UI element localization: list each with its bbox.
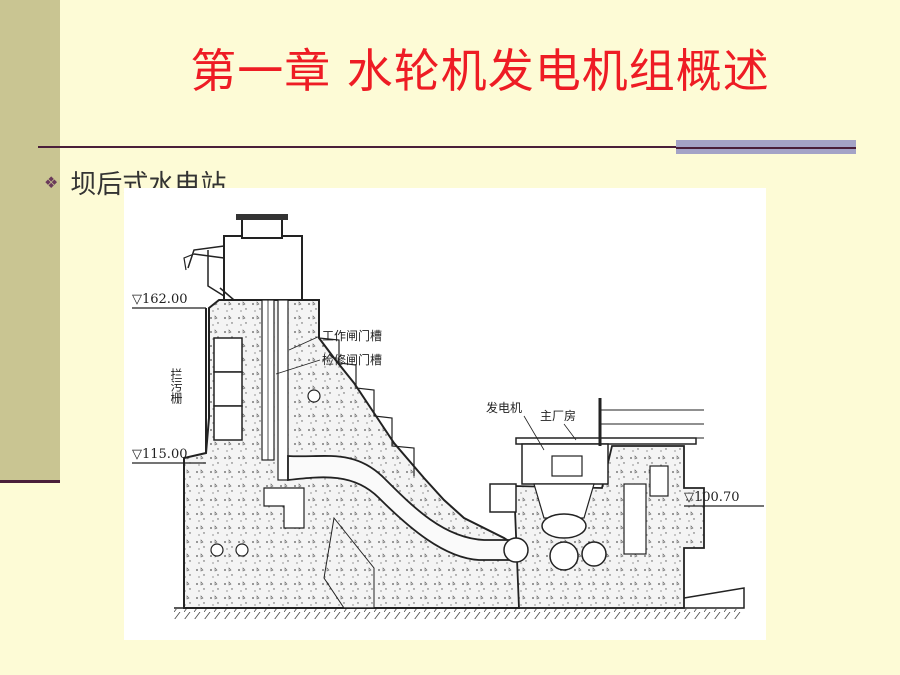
title-rule-bar-line (676, 147, 856, 149)
powerhouse-label: 主厂房 (540, 408, 576, 423)
dam-section-diagram: ▽162.00 ▽115.00 ▽100.70 工作闸门槽 检修闸门槽 拦污栅 … (132, 214, 764, 619)
svg-text:拦污栅: 拦污栅 (169, 368, 183, 404)
title-rule (38, 146, 678, 148)
trash-rack-label: 拦污栅 (169, 368, 183, 404)
elevation-115-label: ▽115.00 (132, 447, 188, 462)
maintenance-gate-slot-label: 检修闸门槽 (322, 352, 382, 367)
slide-title: 第一章 水轮机发电机组概述 (190, 44, 770, 98)
left-band-divider (0, 480, 60, 483)
generator-label: 发电机 (486, 400, 522, 415)
work-gate-slot-label: 工作闸门槽 (322, 328, 382, 343)
elevation-100-label: ▽100.70 (684, 490, 740, 505)
left-decor-band (0, 0, 60, 482)
diamond-bullet-icon: ❖ (44, 173, 59, 192)
dam-section-figure: ▽162.00 ▽115.00 ▽100.70 工作闸门槽 检修闸门槽 拦污栅 … (124, 188, 766, 640)
elevation-162-label: ▽162.00 (132, 292, 188, 307)
